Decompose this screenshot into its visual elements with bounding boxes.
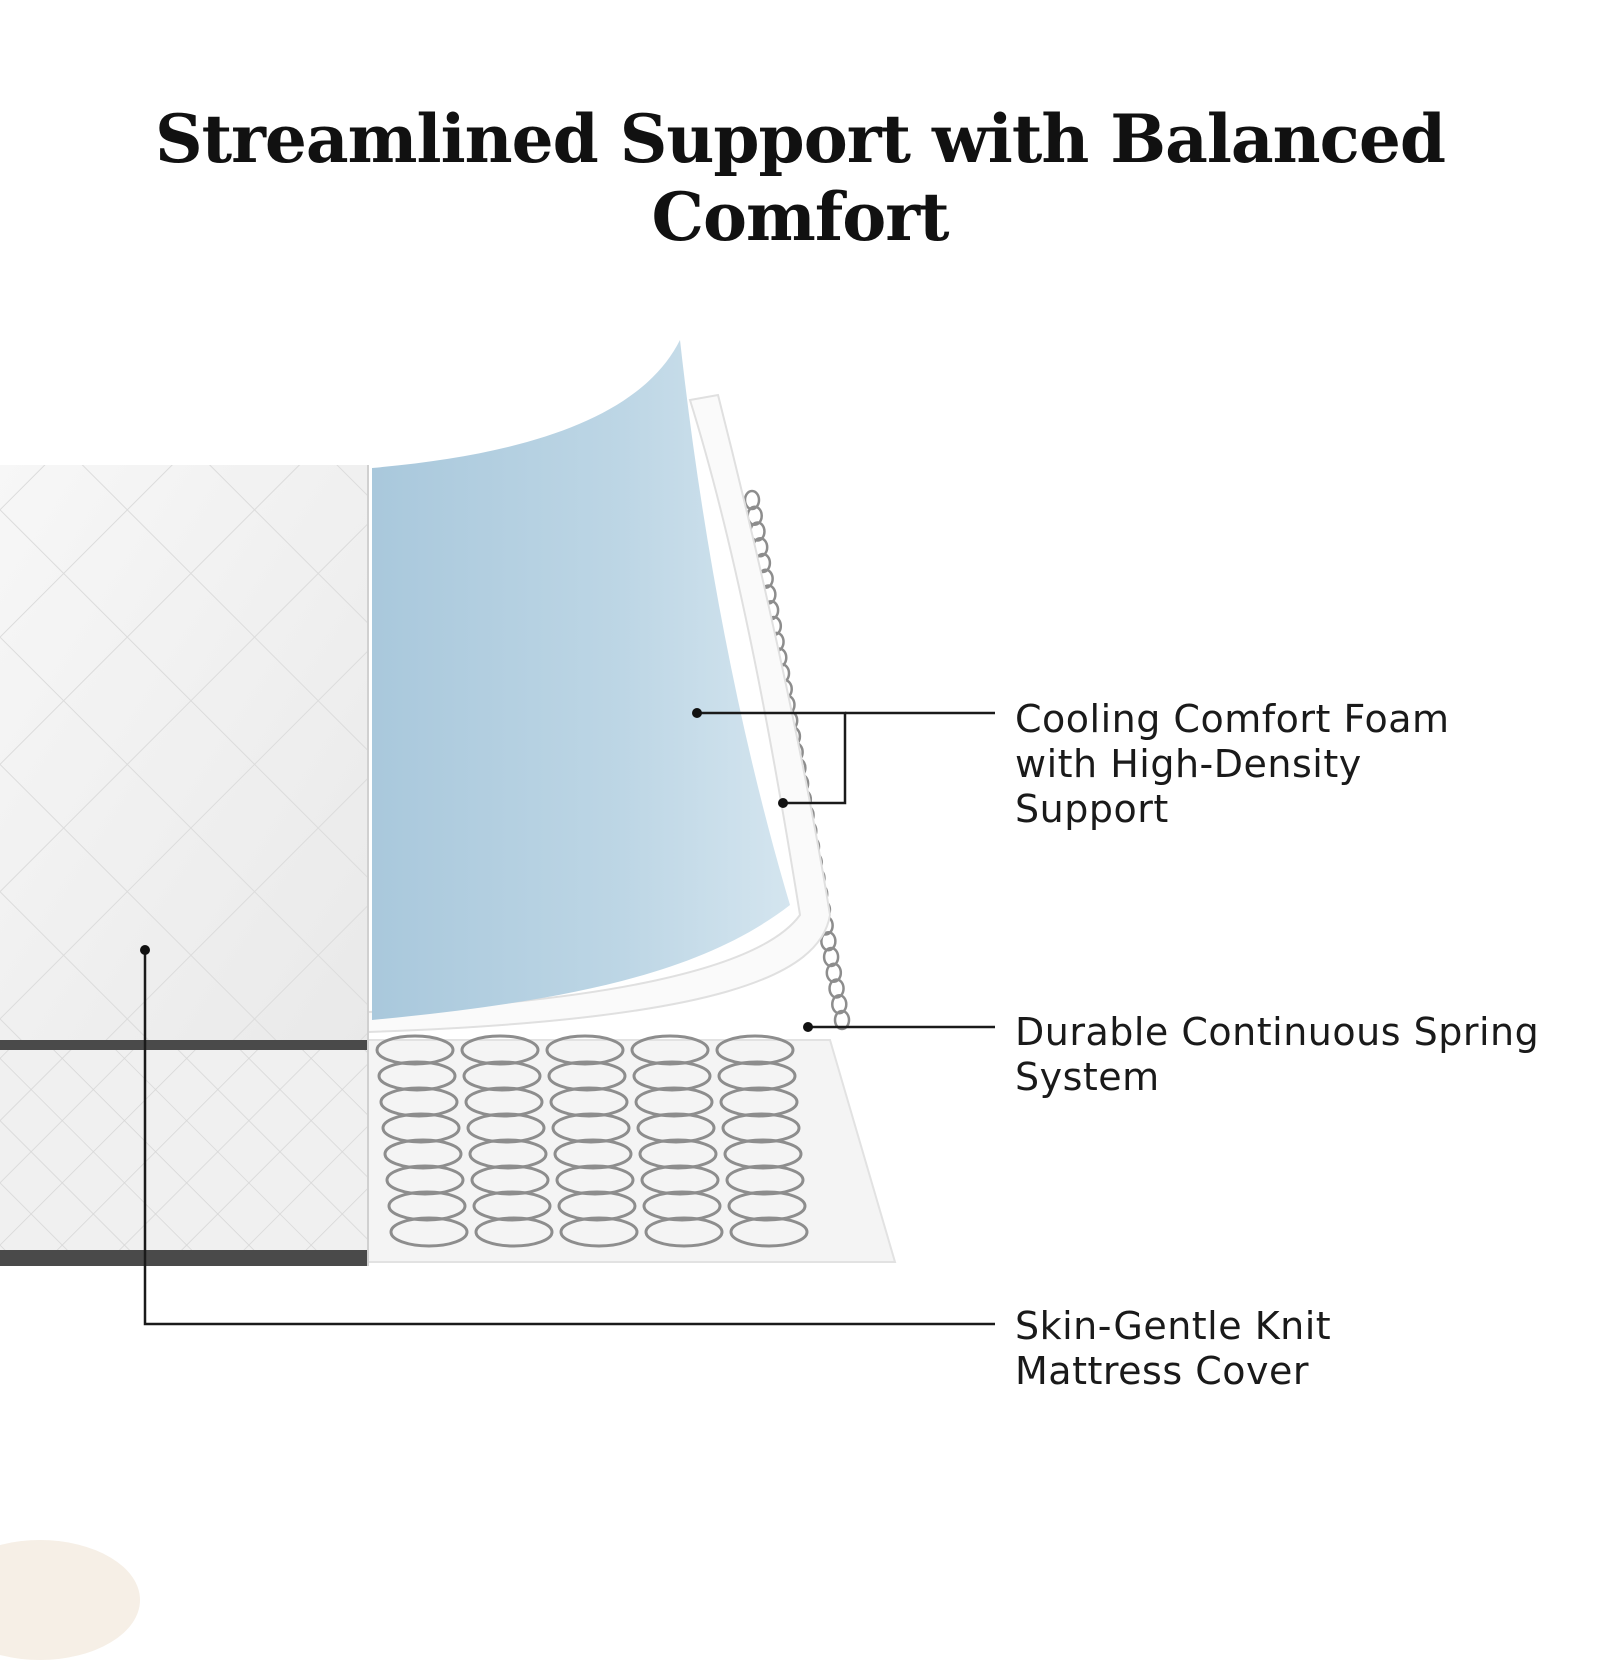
leader-line-foam <box>697 711 847 805</box>
spring-coil-loop <box>553 1138 633 1170</box>
page-title: Streamlined Support with Balanced Comfor… <box>155 100 1446 256</box>
leader-dots <box>140 708 813 1032</box>
spring-coil-loop <box>545 1034 625 1066</box>
high-density-support-layer <box>367 393 832 1034</box>
dot-foam <box>692 708 702 718</box>
spring-coil-loop <box>636 1112 716 1144</box>
spring-coil-loop <box>472 1190 552 1222</box>
spring-coil-loop <box>559 1216 639 1248</box>
spring-coil-loop <box>723 1138 803 1170</box>
spring-coil-loop <box>377 1060 457 1092</box>
spring-coil-loop <box>555 1164 635 1196</box>
spring-coil-loop <box>721 1112 801 1144</box>
spring-coil-loop <box>460 1034 540 1066</box>
spring-coil-loop <box>719 1086 799 1118</box>
callout-knit-cover: Skin-Gentle Knit Mattress Cover <box>1015 1304 1331 1394</box>
spring-coil-loop <box>462 1060 542 1092</box>
dot-springs <box>803 1022 813 1032</box>
spring-coil-loop <box>640 1164 720 1196</box>
spring-coil-loop <box>389 1216 469 1248</box>
mattress-cover <box>0 465 369 1266</box>
edge-spring-loop <box>825 962 843 983</box>
spring-coil-loop <box>464 1086 544 1118</box>
spring-coil-loop <box>385 1164 465 1196</box>
dot-support <box>778 798 788 808</box>
callout-line: Mattress Cover <box>1015 1349 1309 1393</box>
edge-spring-loop <box>820 930 837 952</box>
spring-coil-loop <box>725 1164 805 1196</box>
callout-line: with High-Density <box>1015 742 1362 786</box>
spring-coil-loop <box>381 1112 461 1144</box>
callout-cooling-foam: Cooling Comfort Foam with High-Density S… <box>1015 697 1450 832</box>
edge-spring-loop <box>828 978 845 999</box>
spring-coil-loop <box>638 1138 718 1170</box>
spring-coil-loop <box>644 1216 724 1248</box>
spring-coil-loop <box>466 1112 546 1144</box>
leader-lines <box>143 711 995 1326</box>
spring-coil-loop <box>634 1086 714 1118</box>
spring-coil-loop <box>642 1190 722 1222</box>
spring-coil-loop <box>470 1164 550 1196</box>
spring-coil-loop <box>379 1086 459 1118</box>
callout-line: Skin-Gentle Knit <box>1015 1304 1332 1348</box>
spring-coil-loop <box>549 1086 629 1118</box>
dot-cover <box>140 945 150 955</box>
spring-coil-loop <box>468 1138 548 1170</box>
callout-line: Cooling Comfort Foam <box>1015 697 1450 741</box>
callout-line: Durable Continuous Spring <box>1015 1010 1540 1054</box>
spring-coil-loop <box>547 1060 627 1092</box>
spring-coil-loop <box>551 1112 631 1144</box>
spring-coil-loop <box>375 1034 455 1066</box>
mattress-illustration <box>0 340 995 1326</box>
edge-spring-loop <box>831 993 848 1015</box>
spring-coil-loop <box>717 1060 797 1092</box>
callout-line: System <box>1015 1055 1160 1099</box>
callout-line: Support <box>1015 787 1169 831</box>
cover-band-top <box>0 1040 368 1050</box>
spring-coil-loop <box>727 1190 807 1222</box>
callout-spring-system: Durable Continuous Spring System <box>1015 1010 1539 1100</box>
spring-coil-loop <box>715 1034 795 1066</box>
spring-coil-loop <box>729 1216 809 1248</box>
spring-coil-loop <box>474 1216 554 1248</box>
spring-coil-loop <box>387 1190 467 1222</box>
spring-coil-loop <box>557 1190 637 1222</box>
spring-coil-loop <box>632 1060 712 1092</box>
leader-line-cover <box>143 950 995 1326</box>
cooling-comfort-foam-layer <box>372 340 790 1020</box>
cover-band-bottom <box>0 1250 368 1266</box>
edge-spring-loop <box>833 1009 851 1031</box>
edge-spring-loop <box>822 946 840 968</box>
spring-coil-loop <box>383 1138 463 1170</box>
spring-coil-loop <box>630 1034 710 1066</box>
